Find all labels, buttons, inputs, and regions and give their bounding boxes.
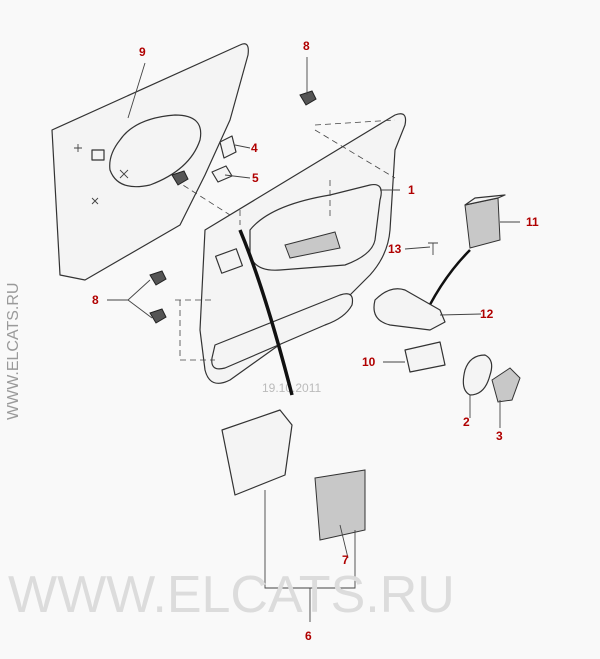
part-10-bezel xyxy=(404,341,446,373)
part-12-handle xyxy=(373,288,446,331)
watermark-horizontal: WWW.ELCATS.RU xyxy=(8,566,455,624)
part-2-trim-ring xyxy=(462,354,493,396)
callout-5: 5 xyxy=(252,171,259,185)
callout-7: 7 xyxy=(342,553,349,567)
part-5-clip xyxy=(211,165,233,183)
part-6-pocket xyxy=(221,409,293,496)
callout-12: 12 xyxy=(480,307,494,321)
callout-6: 6 xyxy=(305,629,312,643)
callout-8-top: 8 xyxy=(303,39,310,53)
callout-2: 2 xyxy=(463,415,470,429)
part-13-screw xyxy=(428,242,438,255)
part-4-clip xyxy=(219,135,237,159)
part-1-door-trim-panel xyxy=(174,113,407,396)
part-7-insert xyxy=(314,469,366,541)
part-3-handle-insert xyxy=(491,367,521,403)
callout-1: 1 xyxy=(408,183,415,197)
callout-3: 3 xyxy=(496,429,503,443)
callout-8-left: 8 xyxy=(92,293,99,307)
callout-9: 9 xyxy=(139,45,146,59)
callout-13: 13 xyxy=(388,242,402,256)
part-9-insulation-sheet xyxy=(51,43,249,281)
part-8-clips xyxy=(149,90,317,324)
watermark-vertical: WWW.ELCATS.RU xyxy=(5,283,22,420)
callout-10: 10 xyxy=(362,355,376,369)
part-11-switch-housing xyxy=(464,194,506,249)
callout-4: 4 xyxy=(251,141,258,155)
callout-11: 11 xyxy=(526,215,539,229)
